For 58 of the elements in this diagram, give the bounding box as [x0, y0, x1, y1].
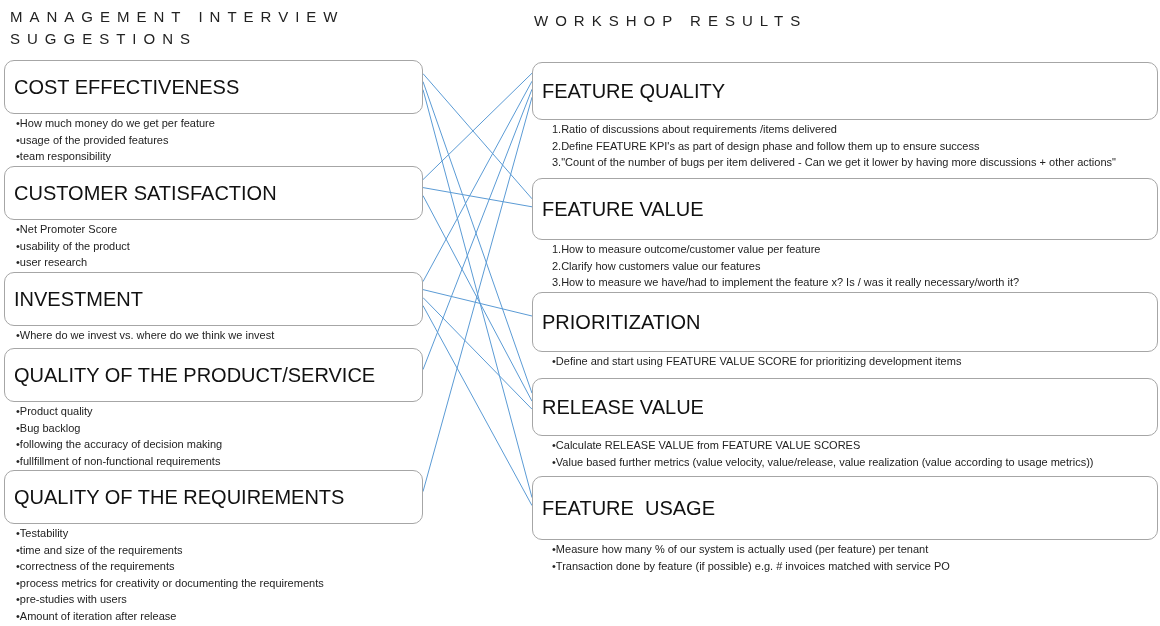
- rounded-box: [4, 348, 423, 402]
- connector-line: [422, 80, 533, 283]
- bullet-item: •How much money do we get per feature: [16, 116, 215, 131]
- rounded-box: [532, 178, 1158, 240]
- bullet-item: 3."Count of the number of bugs per item delivered - Can we get it lower by having more discussions + other actions": [552, 155, 1116, 171]
- rounded-box: [532, 62, 1158, 120]
- bullet-item: •process metrics for creativity or documenting the requirements: [16, 575, 324, 591]
- bullet-item: •time and size of the requirements: [16, 542, 184, 558]
- bullet-item: •Testability: [16, 526, 70, 541]
- box-title: COST EFFECTIVENESS: [13, 75, 240, 99]
- bullet-item: •Transaction done by feature (if possible) e.g. # invoices matched with service PO: [552, 558, 950, 574]
- bullet-item: •Bug backlog: [16, 420, 82, 436]
- connector-line: [422, 73, 533, 200]
- box-title: CUSTOMER SATISFACTION: [13, 181, 277, 205]
- column-heading: MANAGEMENT INTERVIEW SUGGESTIONS: [10, 7, 346, 49]
- connector-line: [422, 289, 533, 317]
- bullet-item: 3.How to measure we have/had to implement the feature x? Is / was it really necessary/worth it?: [552, 275, 1020, 291]
- rounded-box: [4, 272, 423, 326]
- box-title: RELEASE VALUE: [541, 395, 704, 419]
- bullet-item: •Amount of iteration after release: [16, 608, 178, 624]
- rounded-box: [532, 292, 1158, 352]
- box-title: INVESTMENT: [13, 287, 143, 311]
- bullet-item: •Product quality: [16, 404, 94, 419]
- bullet-item: •Define and start using FEATURE VALUE SCORE for prioritizing development items: [552, 354, 962, 369]
- bullet-item: •correctness of the requirements: [16, 559, 176, 575]
- box-title: FEATURE USAGE: [541, 496, 715, 520]
- bullet-item: •Net Promoter Score: [16, 222, 119, 237]
- bullet-item: •team responsibility: [16, 149, 112, 165]
- bullet-item: •following the accuracy of decision making: [16, 437, 223, 453]
- bullet-item: 2.Clarify how customers value our features: [552, 258, 762, 274]
- bullet-item: 2.Define FEATURE KPI's as part of design phase and follow them up to ensure success: [552, 138, 981, 154]
- bullet-item: •pre-studies with users: [16, 592, 128, 608]
- rounded-box: [4, 166, 423, 220]
- rounded-box: [4, 470, 423, 524]
- connector-line: [422, 305, 533, 507]
- bullet-item: •Value based further metrics (value velocity, value/release, value realization (value according to usage metrics)): [552, 454, 1094, 470]
- bullet-item: •Calculate RELEASE VALUE from FEATURE VALUE SCORES: [552, 438, 862, 453]
- connector-line: [422, 187, 533, 208]
- bullet-item: •usability of the product: [16, 238, 130, 254]
- bullet-item: 1.Ratio of discussions about requirements /items delivered: [552, 122, 838, 137]
- bullet-item: 1.How to measure outcome/customer value per feature: [552, 242, 822, 257]
- bullet-item: •Where do we invest vs. where do we think we invest: [16, 328, 275, 343]
- bullet-item: •Measure how many % of our system is actually used (per feature) per tenant: [552, 542, 930, 557]
- rounded-box: [532, 378, 1158, 436]
- box-title: FEATURE QUALITY: [541, 79, 725, 103]
- connector-line: [422, 297, 533, 410]
- box-title: QUALITY OF THE REQUIREMENTS: [13, 485, 345, 509]
- connector-line: [422, 72, 533, 181]
- column-heading: WORKSHOP RESULTS: [534, 11, 809, 31]
- box-title: FEATURE VALUE: [541, 197, 704, 221]
- connector-line: [422, 195, 533, 402]
- bullet-item: •user research: [16, 255, 89, 271]
- rounded-box: [532, 476, 1158, 540]
- rounded-box: [4, 60, 423, 114]
- bullet-item: •usage of the provided features: [16, 132, 170, 148]
- bullet-item: •fullfillment of non-functional requirements: [16, 453, 222, 469]
- box-title: QUALITY OF THE PRODUCT/SERVICE: [13, 363, 376, 387]
- box-title: PRIORITIZATION: [541, 310, 701, 334]
